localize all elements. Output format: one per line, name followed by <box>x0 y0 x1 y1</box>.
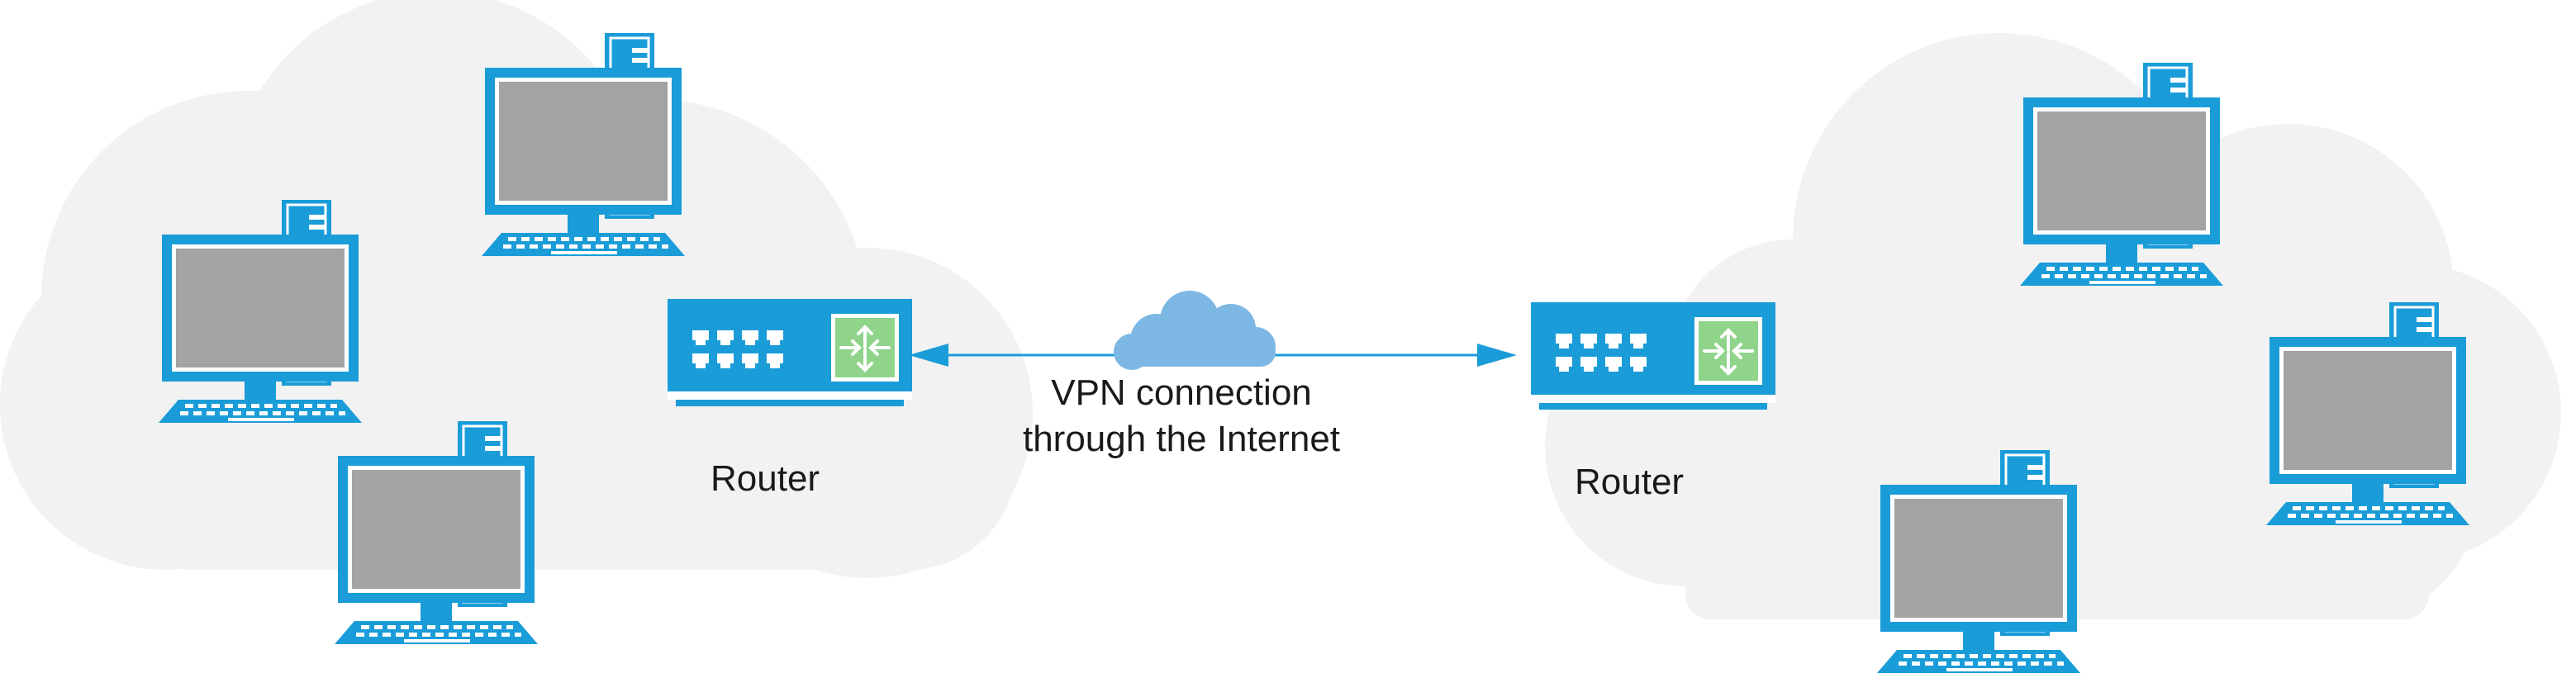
right-router-label: Router <box>1575 462 1685 502</box>
internet-cloud-icon <box>1114 291 1276 370</box>
left-router-label: Router <box>711 458 820 499</box>
vpn-label-line1: VPN connection <box>1051 372 1312 413</box>
arrow-right-icon <box>1477 344 1517 367</box>
vpn-label-line2: through the Internet <box>1022 419 1341 459</box>
router-icon <box>1529 301 1777 411</box>
arrow-left-icon <box>909 344 948 367</box>
router-icon <box>666 297 914 408</box>
vpn-connection-label: VPN connection through the Internet <box>983 370 1380 462</box>
